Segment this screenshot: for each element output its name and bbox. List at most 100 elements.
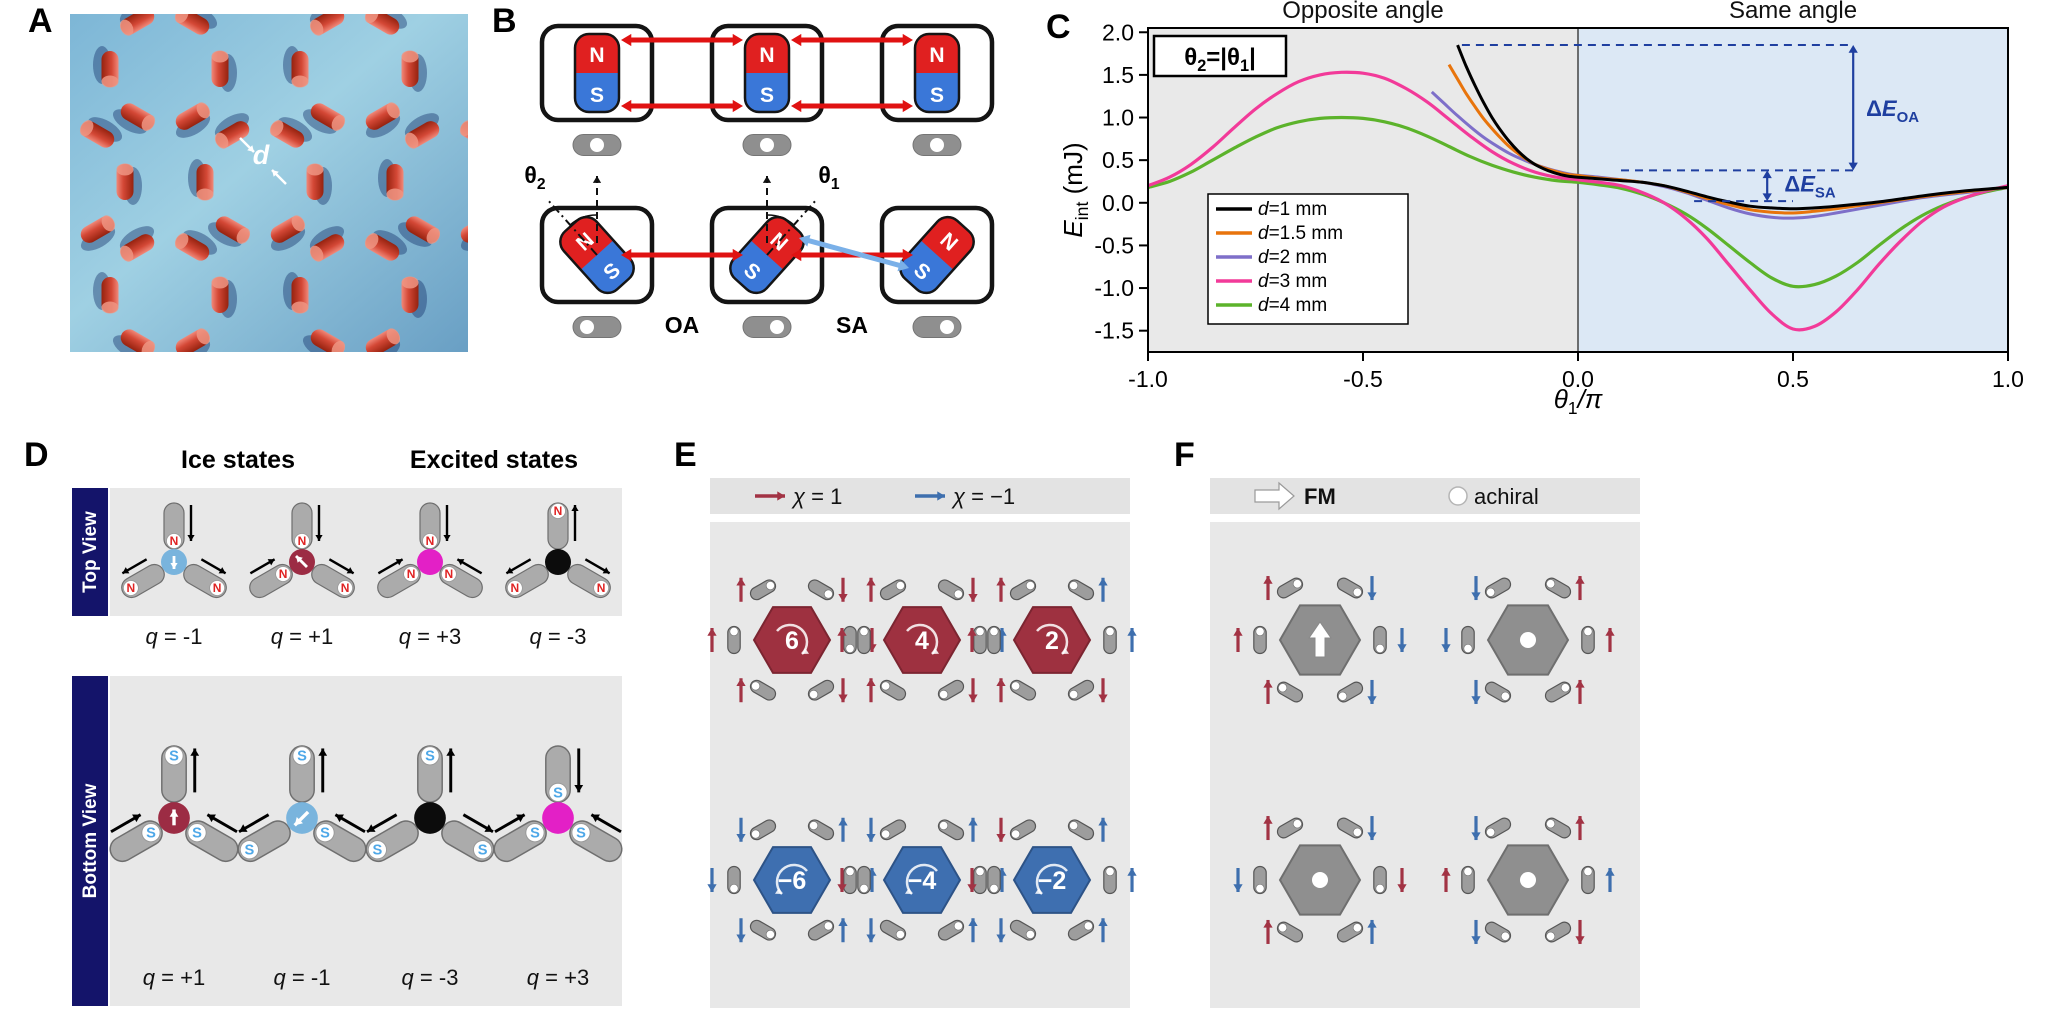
- bar-magnet: NS: [899, 215, 975, 295]
- nanomagnet: [937, 819, 965, 841]
- bar-magnet: NS: [573, 32, 621, 114]
- svg-text:S: S: [760, 84, 774, 107]
- nanomagnet: [1461, 865, 1475, 895]
- achiral-dot-icon: [1520, 632, 1536, 648]
- svg-text:0.0: 0.0: [1562, 366, 1594, 392]
- nanomagnet: [1581, 865, 1595, 895]
- nanomagnet: [879, 919, 907, 941]
- charge-label: q = +3: [527, 965, 589, 990]
- cylinder-magnet: [211, 276, 237, 318]
- nanomagnet: [1067, 919, 1095, 941]
- series-line: [1148, 115, 2008, 289]
- nanomagnet: [1544, 681, 1572, 703]
- nanomagnet: [1067, 819, 1095, 841]
- chirality-cluster: −6: [707, 817, 877, 943]
- legend-entry: d=4 mm: [1258, 295, 1327, 316]
- nanomagnet: [879, 679, 907, 701]
- svg-text:N: N: [407, 567, 416, 581]
- nanomagnet: [879, 819, 907, 841]
- nanomagnet: [1067, 579, 1095, 601]
- svg-text:S: S: [478, 843, 488, 859]
- nanomagnet: [1544, 577, 1572, 599]
- svg-text:N: N: [213, 581, 222, 595]
- hexagon: [752, 846, 832, 914]
- col-header-ice: Ice states: [181, 446, 295, 474]
- svg-text:-0.5: -0.5: [1094, 232, 1134, 258]
- svg-text:S: S: [320, 826, 330, 842]
- row-label: Top View: [80, 511, 101, 593]
- legend-entry: d=1.5 mm: [1258, 223, 1343, 244]
- nanomagnet: [1276, 817, 1304, 839]
- nanomagnet: [987, 625, 1001, 655]
- hexagon: [1012, 606, 1092, 674]
- nanomagnet: [749, 819, 777, 841]
- panel-label-b: B: [492, 2, 517, 40]
- cylinder-magnet: [116, 163, 142, 205]
- svg-text:S: S: [373, 843, 383, 859]
- svg-text:0.0: 0.0: [1102, 190, 1134, 216]
- svg-text:N: N: [298, 534, 307, 548]
- nanomagnet: [807, 819, 835, 841]
- cylinder-magnet: [119, 14, 155, 36]
- series-line: [1456, 44, 2008, 211]
- svg-text:N: N: [597, 581, 606, 595]
- vertex-config: SSS: [237, 745, 367, 863]
- chirality-number: 6: [785, 627, 799, 655]
- panel-label-a: A: [28, 2, 53, 40]
- svg-text:S: S: [553, 785, 563, 801]
- cylinder-magnet: [309, 226, 345, 262]
- legend-fm-label: FM: [1304, 484, 1336, 509]
- nanomagnet: [1373, 865, 1387, 895]
- charge-label: q = -3: [530, 624, 587, 649]
- nanomagnet: [727, 625, 741, 655]
- nanomagnet: [727, 865, 741, 895]
- nanomagnet: [1067, 679, 1095, 701]
- cylinder-magnet: [365, 102, 401, 138]
- svg-text:N: N: [445, 567, 454, 581]
- nanomagnet: [843, 865, 857, 895]
- hexagon: [882, 606, 962, 674]
- cylinder-magnet: [270, 215, 306, 251]
- nanomagnet: [1009, 819, 1037, 841]
- nanomagnet: [1103, 625, 1117, 655]
- order-cluster: [1441, 816, 1615, 944]
- cylinder-magnet: [397, 216, 441, 247]
- cylinder-magnet: [364, 14, 408, 35]
- nanomagnet: [1253, 625, 1267, 655]
- cylinder-magnet: [214, 113, 250, 149]
- nanomagnet: [857, 625, 871, 655]
- cylinder-magnet: [365, 328, 401, 352]
- nanomagnet: [807, 579, 835, 601]
- bar-magnet: NS: [743, 32, 791, 114]
- nanomagnet: [807, 919, 835, 941]
- nanomagnet: [973, 625, 987, 655]
- chirality-cluster: 6: [707, 577, 877, 703]
- nanomagnet: [937, 579, 965, 601]
- cylinder-magnet: [174, 230, 218, 261]
- nanomagnet: [749, 919, 777, 941]
- svg-text:N: N: [759, 44, 774, 67]
- nanomagnet: [1336, 817, 1364, 839]
- cylinder-magnet: [211, 50, 237, 92]
- fm-legend-arrow-icon: [1254, 481, 1295, 511]
- nanomagnet: [1276, 921, 1304, 943]
- nanomagnet: [1484, 577, 1512, 599]
- nanomagnet: [1373, 625, 1387, 655]
- cylinder-magnet: [302, 329, 346, 352]
- cylinder-magnet: [401, 276, 427, 318]
- svg-text:-0.5: -0.5: [1343, 366, 1383, 392]
- nanomagnet: [1009, 579, 1037, 601]
- legend-chi-minus: χ = −1: [951, 484, 1015, 509]
- x-axis-label: θ1/π: [1554, 384, 1603, 418]
- order-cluster: [1441, 576, 1615, 704]
- nanomagnet: [1484, 921, 1512, 943]
- svg-text:1.5: 1.5: [1102, 62, 1134, 88]
- svg-text:S: S: [297, 749, 307, 765]
- nanomagnet: [1336, 921, 1364, 943]
- svg-text:0.5: 0.5: [1102, 147, 1134, 173]
- achiral-legend-dot-icon: [1448, 486, 1468, 506]
